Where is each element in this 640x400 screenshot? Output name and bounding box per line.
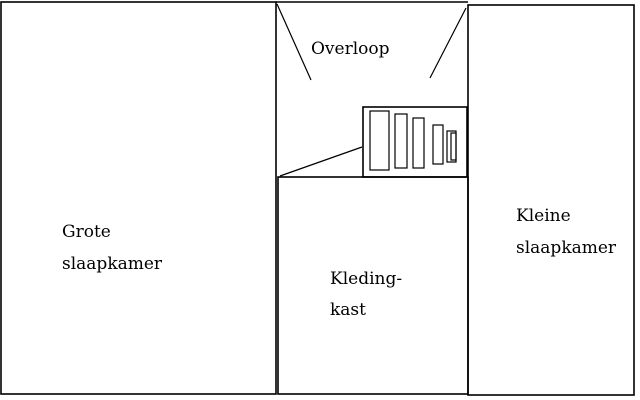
stairs-icon	[362, 106, 468, 178]
kleine-slaapkamer-label-line2: slaapkamer	[516, 238, 617, 258]
stair-step	[394, 113, 408, 169]
stair-step	[432, 124, 444, 165]
kledingkast-label-line1: Kleding-	[330, 269, 402, 289]
stair-step	[412, 117, 425, 169]
stairs-outline	[362, 106, 468, 178]
grote-slaapkamer-label-line1: Grote	[62, 222, 111, 242]
grote-slaapkamer-label-line2: slaapkamer	[62, 254, 163, 274]
overloop-label: Overloop	[311, 39, 390, 59]
stair-step	[369, 110, 390, 171]
kleine-slaapkamer-walls	[467, 4, 635, 396]
kledingkast-label-line2: kast	[330, 300, 366, 320]
door-swing-left	[276, 3, 312, 81]
door-swing-right	[429, 7, 467, 79]
grote-slaapkamer-walls	[0, 1, 277, 395]
door-swing-kast	[279, 146, 363, 177]
kleine-slaapkamer-label-line1: Kleine	[516, 206, 571, 226]
stair-step	[450, 132, 457, 161]
